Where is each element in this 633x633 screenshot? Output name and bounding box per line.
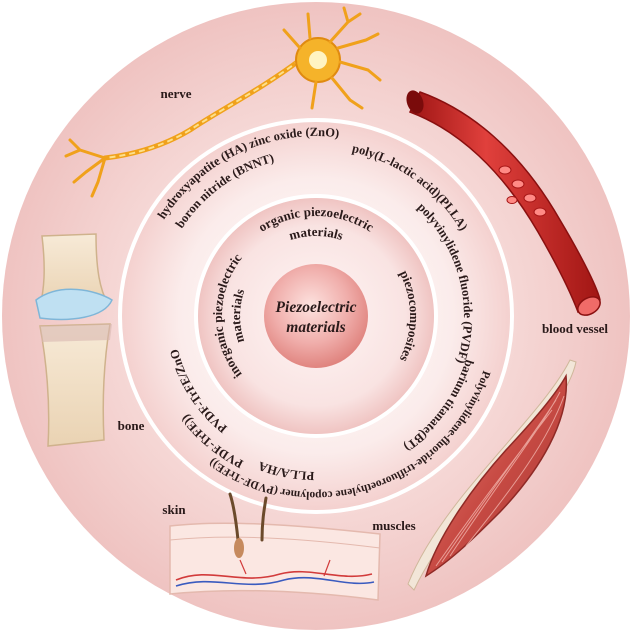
center-disc [264, 264, 368, 368]
organ-label-nerve: nerve [160, 86, 191, 101]
bone-illustration [35, 233, 113, 447]
skin-illustration [169, 492, 381, 601]
center-title-line2: materials [286, 319, 345, 336]
nerve-illustration [64, 6, 382, 198]
category-organic-label-2: materials [287, 224, 345, 243]
organ-label-muscles: muscles [372, 518, 415, 533]
organ-label-bone: bone [118, 418, 145, 433]
organ-label-blood-vessel: blood vessel [542, 321, 608, 336]
category-inorganic-label-2: materials [228, 287, 247, 345]
organ-label-skin: skin [162, 502, 186, 517]
center-title-line1: Piezoelectric [276, 299, 357, 316]
blood-vessel-illustration [406, 90, 601, 316]
muscle-illustration [407, 359, 577, 591]
